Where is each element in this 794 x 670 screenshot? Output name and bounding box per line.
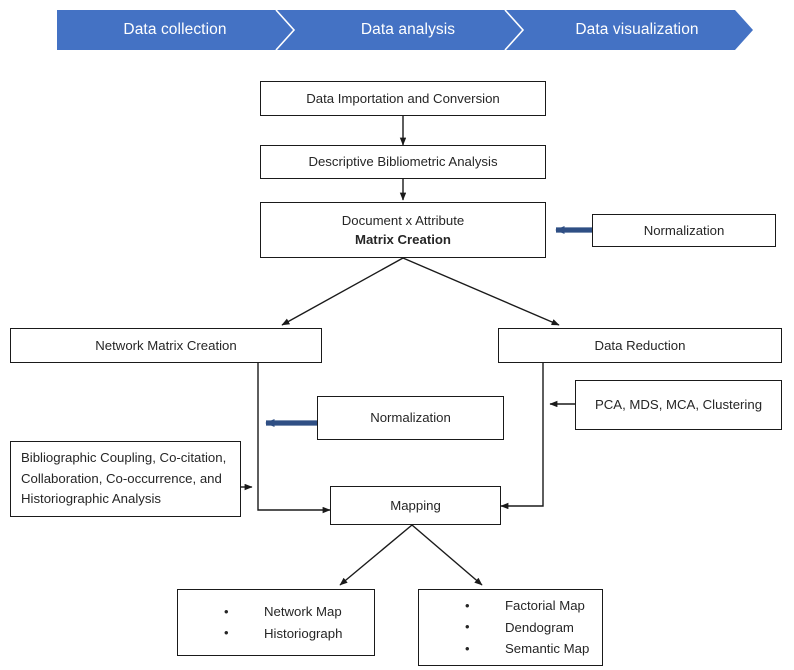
box-network-matrix-creation-label: Network Matrix Creation xyxy=(95,337,237,353)
box-methods-label: PCA, MDS, MCA, Clustering xyxy=(594,397,763,413)
arrow-mapping-to-outputs-right xyxy=(411,524,483,586)
outputs-left-list: Network Map Historiograph xyxy=(178,601,342,644)
box-mapping[interactable]: Mapping xyxy=(330,486,501,525)
outputs-right-list: Factorial Map Dendogram Semantic Map xyxy=(419,595,589,659)
banner-shape xyxy=(57,10,753,50)
box-mapping-label: Mapping xyxy=(390,497,441,513)
box-matrix-creation[interactable]: Document x Attribute Matrix Creation xyxy=(260,202,546,258)
box-analyses-line3: Historiographic Analysis xyxy=(21,491,161,507)
box-descriptive-analysis[interactable]: Descriptive Bibliometric Analysis xyxy=(260,145,546,179)
list-item: Dendogram xyxy=(419,616,589,638)
banner-step-data-analysis[interactable]: Data analysis xyxy=(360,21,456,38)
box-data-reduction-label: Data Reduction xyxy=(594,337,686,353)
box-normalization-mid-label: Normalization xyxy=(370,410,451,426)
box-normalization-top-label: Normalization xyxy=(643,222,725,238)
box-network-matrix-creation[interactable]: Network Matrix Creation xyxy=(10,328,322,363)
box-data-reduction[interactable]: Data Reduction xyxy=(498,328,782,363)
arrow-matrix-to-network-matrix xyxy=(281,257,404,326)
box-outputs-left[interactable]: Network Map Historiograph xyxy=(177,589,375,656)
box-descriptive-analysis-label: Descriptive Bibliometric Analysis xyxy=(308,154,498,170)
arrow-matrix-to-data-reduction xyxy=(402,257,560,326)
banner-step-data-visualization[interactable]: Data visualization xyxy=(575,21,699,38)
list-item: Semantic Map xyxy=(419,638,589,659)
box-analyses-line1: Bibliographic Coupling, Co-citation, xyxy=(21,450,227,466)
list-item: Historiograph xyxy=(178,622,342,644)
process-banner: Data collection Data analysis Data visua… xyxy=(57,10,753,50)
arrow-mapping-to-outputs-left xyxy=(339,524,413,586)
box-matrix-creation-line2: Matrix Creation xyxy=(354,232,451,247)
box-outputs-right[interactable]: Factorial Map Dendogram Semantic Map xyxy=(418,589,603,666)
arrow-data-reduction-to-mapping xyxy=(500,363,544,510)
box-analyses[interactable]: Bibliographic Coupling, Co-citation, Col… xyxy=(10,441,241,517)
box-methods[interactable]: PCA, MDS, MCA, Clustering xyxy=(575,380,782,430)
box-matrix-creation-line1: Document x Attribute xyxy=(341,212,465,228)
box-normalization-mid[interactable]: Normalization xyxy=(317,396,504,440)
box-data-importation-label: Data Importation and Conversion xyxy=(306,90,500,106)
box-analyses-line2: Collaboration, Co-occurrence, and xyxy=(21,470,222,486)
banner-step-data-collection[interactable]: Data collection xyxy=(123,21,227,38)
list-item: Network Map xyxy=(178,601,342,622)
box-data-importation[interactable]: Data Importation and Conversion xyxy=(260,81,546,116)
list-item: Factorial Map xyxy=(419,595,589,616)
box-normalization-top[interactable]: Normalization xyxy=(592,214,776,247)
